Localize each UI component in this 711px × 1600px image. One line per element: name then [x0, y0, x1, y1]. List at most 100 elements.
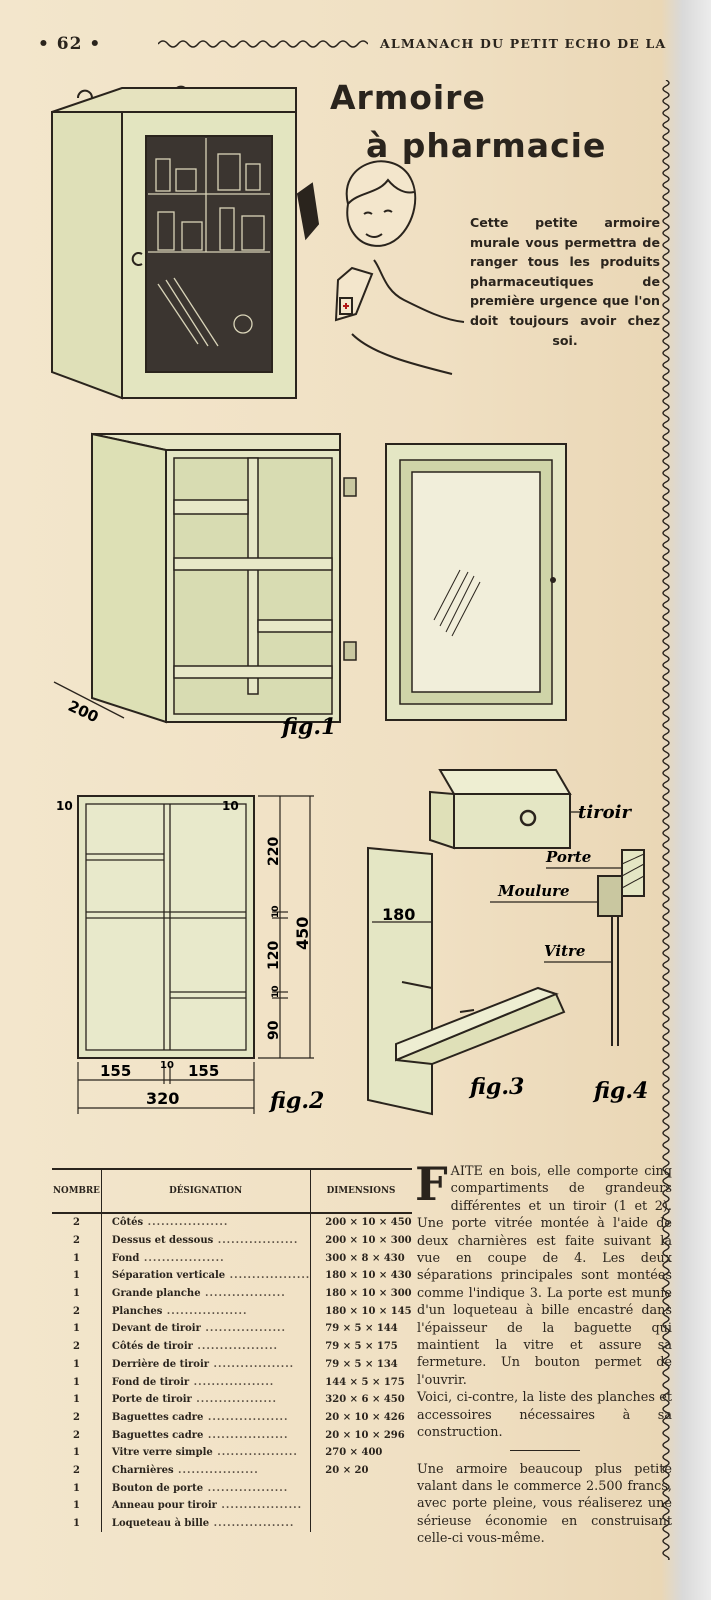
row-dimensions: [311, 1515, 412, 1533]
row-dimensions: 320 × 6 × 450: [325, 1394, 405, 1406]
table-row: 1 Bouton de porte ..................: [52, 1479, 412, 1497]
hinge-icon: [343, 477, 357, 497]
row-designation: Côtés de tiroir ..................: [100, 1337, 312, 1356]
table-row: 1 Porte de tiroir .................. 320 ×…: [52, 1390, 412, 1409]
row-count: 1: [72, 1358, 80, 1370]
separator-line: [509, 1449, 580, 1451]
row-count: 1: [72, 1518, 80, 1530]
fig2-top-dim: 220: [266, 837, 282, 866]
row-count: 1: [72, 1482, 80, 1494]
row-dimensions: 180 × 10 × 300: [325, 1288, 412, 1300]
row-designation: Grande planche ..................: [100, 1284, 312, 1303]
table-row: 1 Loqueteau à bille ..................: [52, 1514, 412, 1533]
wavy-rule: [158, 40, 368, 48]
row-dimensions: [311, 1497, 412, 1515]
fig2-bottom-dim: 90: [266, 1020, 282, 1040]
row-designation: Planches ..................: [100, 1302, 312, 1321]
row-dimensions: 200 × 10 × 300: [325, 1235, 412, 1247]
row-designation: Anneau pour tiroir ..................: [100, 1497, 312, 1515]
fig2-width-dim: 320: [146, 1089, 179, 1108]
drop-cap: F: [415, 1157, 448, 1211]
row-count: 2: [72, 1429, 80, 1441]
row-dimensions: 300 × 8 × 430: [325, 1252, 405, 1264]
tiroir-label: tiroir: [578, 802, 632, 823]
fig3-dimension: 180: [382, 905, 415, 924]
fig2-label: fig.2: [268, 1088, 324, 1114]
page-border-wave: [662, 80, 670, 1560]
article-title-line1: Armoire: [330, 78, 486, 117]
fig2-height-dim: 450: [293, 917, 312, 950]
row-designation: Fond ..................: [100, 1249, 312, 1268]
row-count: 1: [72, 1323, 80, 1335]
table-row: 1 Fond de tiroir .................. 144 × …: [52, 1373, 412, 1391]
table-row: 1 Derrière de tiroir .................. 79…: [52, 1355, 412, 1374]
row-count: 2: [72, 1217, 80, 1229]
row-dimensions: 144 × 5 × 175: [325, 1376, 405, 1388]
row-designation: Séparation verticale ..................: [100, 1267, 312, 1285]
running-title: ALMANACH DU PETIT ECHO DE LA: [380, 36, 667, 51]
row-count: 1: [72, 1500, 80, 1512]
fig2-left-side-dim: 10: [56, 799, 73, 813]
table-row: 2 Dessus et dessous .................. 200…: [52, 1231, 412, 1250]
fig4-porte-label: Porte: [545, 848, 591, 866]
fig2-w-right-dim: 155: [188, 1062, 219, 1080]
row-dimensions: 180 × 10 × 430: [325, 1270, 412, 1282]
row-dimensions: 79 × 5 × 175: [325, 1341, 398, 1353]
row-count: 2: [72, 1235, 80, 1247]
table-row: 1 Fond .................. 300 × 8 × 430: [52, 1249, 412, 1268]
fig3-label: fig.3: [468, 1074, 524, 1100]
row-designation: Baguettes cadre ..................: [100, 1426, 312, 1444]
row-designation: Charnières ..................: [100, 1461, 312, 1480]
row-dimensions: 20 × 10 × 426: [325, 1411, 405, 1423]
fig2-w-mid-dim: 10: [160, 1060, 174, 1071]
fig2-mid-dim: 120: [266, 941, 282, 970]
row-count: 1: [72, 1252, 80, 1264]
row-dimensions: [311, 1479, 412, 1497]
row-dimensions: 200 × 10 × 450: [325, 1217, 412, 1229]
row-count: 1: [72, 1394, 80, 1406]
row-dimensions: 270 × 400: [325, 1447, 383, 1459]
body-paragraph-2: Voici, ci-contre, la liste des planches …: [417, 1390, 672, 1441]
row-designation: Devant de tiroir ..................: [100, 1320, 312, 1338]
row-designation: Loqueteau à bille ..................: [100, 1514, 312, 1533]
article-title-line2: à pharmacie: [366, 126, 607, 165]
page-number: • 62 •: [38, 34, 102, 54]
hero-illustration: [51, 85, 465, 400]
row-designation: Baguettes cadre ..................: [100, 1408, 312, 1427]
row-designation: Dessus et dessous ..................: [100, 1231, 312, 1250]
row-dimensions: 79 × 5 × 144: [325, 1323, 398, 1335]
row-dimensions: 20 × 10 × 296: [325, 1429, 405, 1441]
header-count: NOMBRE: [52, 1168, 102, 1214]
fig1-depth-dimension: 200: [65, 697, 101, 727]
fig4-moulure-label: Moulure: [497, 882, 570, 900]
body-paragraph-3: Une armoire beaucoup plus petite valant …: [417, 1461, 672, 1547]
row-count: 2: [72, 1305, 80, 1317]
row-designation: Derrière de tiroir ..................: [100, 1355, 312, 1374]
row-count: 1: [72, 1376, 80, 1388]
article-intro: Cette petite armoire murale vous permett…: [470, 215, 660, 348]
header-designation: DÉSIGNATION: [100, 1168, 312, 1214]
fig2-sep2-dim: 10: [271, 985, 281, 998]
woman-illustration: [296, 160, 465, 375]
fig4-label: fig.4: [592, 1078, 648, 1104]
fig2-right-side-dim: 10: [222, 799, 239, 813]
table-row: 1 Vitre verre simple .................. 27…: [52, 1443, 412, 1462]
row-designation: Bouton de porte ..................: [100, 1479, 312, 1497]
row-dimensions: 79 × 5 × 134: [325, 1358, 398, 1370]
row-designation: Vitre verre simple ..................: [100, 1443, 312, 1462]
row-count: 1: [72, 1447, 80, 1459]
page-number-value: 62: [56, 34, 83, 54]
row-designation: Fond de tiroir ..................: [100, 1373, 312, 1391]
table-row: 2 Baguettes cadre .................. 20 × …: [52, 1426, 412, 1444]
row-designation: Porte de tiroir ..................: [100, 1390, 312, 1409]
